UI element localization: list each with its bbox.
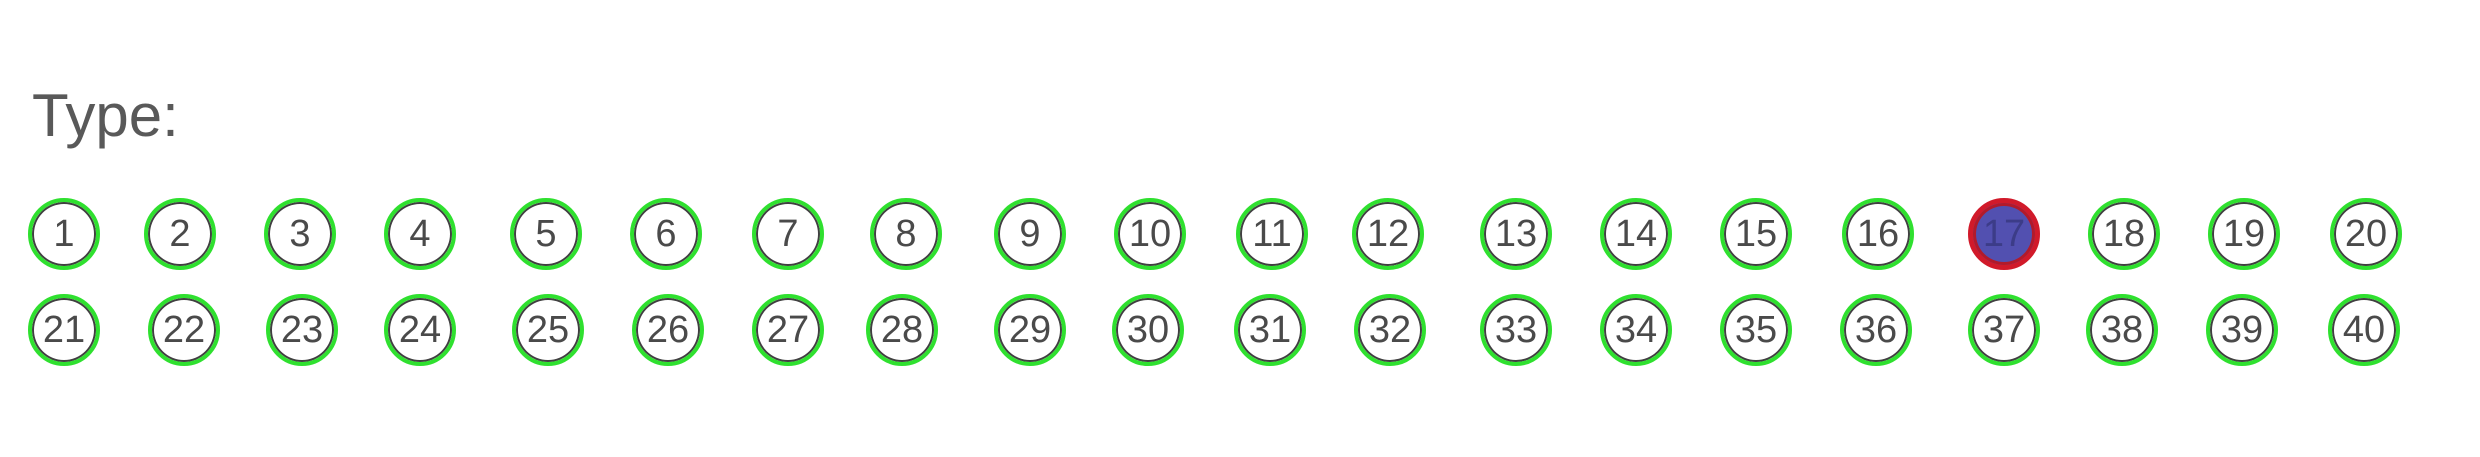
bubble-option[interactable]: 7 xyxy=(752,198,824,270)
bubble-option[interactable]: 40 xyxy=(2328,294,2400,366)
bubble-number: 38 xyxy=(2100,309,2144,351)
bubble-option[interactable]: 38 xyxy=(2086,294,2158,366)
bubble-option[interactable]: 39 xyxy=(2206,294,2278,366)
bubble-option[interactable]: 18 xyxy=(2088,198,2160,270)
bubble-number: 8 xyxy=(895,213,917,255)
bubble-number: 18 xyxy=(2102,213,2146,255)
bubble-number: 24 xyxy=(398,309,442,351)
bubble-number: 9 xyxy=(1019,213,1041,255)
bubble-option[interactable]: 10 xyxy=(1114,198,1186,270)
bubble-number: 12 xyxy=(1366,213,1410,255)
bubble-option[interactable]: 24 xyxy=(384,294,456,366)
bubble-option[interactable]: 33 xyxy=(1480,294,1552,366)
bubble-number: 10 xyxy=(1128,213,1172,255)
bubble-number: 13 xyxy=(1494,213,1538,255)
bubble-option[interactable]: 11 xyxy=(1236,198,1308,270)
bubble-number: 20 xyxy=(2344,213,2388,255)
bubble-option[interactable]: 27 xyxy=(752,294,824,366)
bubble-number: 14 xyxy=(1614,213,1658,255)
bubble-number: 27 xyxy=(766,309,810,351)
bubble-number: 5 xyxy=(535,213,557,255)
bubble-option[interactable]: 9 xyxy=(994,198,1066,270)
type-label: Type: xyxy=(32,82,179,149)
bubble-number: 2 xyxy=(169,213,191,255)
bubble-option[interactable]: 28 xyxy=(866,294,938,366)
bubble-option[interactable]: 22 xyxy=(148,294,220,366)
bubble-number: 37 xyxy=(1982,309,2026,351)
bubble-option[interactable]: 12 xyxy=(1352,198,1424,270)
bubble-option[interactable]: 3 xyxy=(264,198,336,270)
bubble-number: 19 xyxy=(2222,213,2266,255)
bubble-option[interactable]: 29 xyxy=(994,294,1066,366)
bubble-number: 16 xyxy=(1856,213,1900,255)
bubble-option[interactable]: 14 xyxy=(1600,198,1672,270)
bubble-row-1: 1 2 3 4 5 6 7 8 9 10 11 12 13 14 15 16 1… xyxy=(0,198,2480,282)
bubble-number: 22 xyxy=(162,309,206,351)
bubble-option[interactable]: 16 xyxy=(1842,198,1914,270)
bubble-row-2: 21 22 23 24 25 26 27 28 29 30 31 32 33 3… xyxy=(0,294,2480,378)
bubble-number: 25 xyxy=(526,309,570,351)
bubble-number: 34 xyxy=(1614,309,1658,351)
bubble-option[interactable]: 26 xyxy=(632,294,704,366)
bubble-number: 31 xyxy=(1248,309,1292,351)
bubble-number: 29 xyxy=(1008,309,1052,351)
bubble-number: 3 xyxy=(289,213,311,255)
bubble-number: 40 xyxy=(2342,309,2386,351)
bubble-number: 6 xyxy=(655,213,677,255)
bubble-option[interactable]: 4 xyxy=(384,198,456,270)
bubble-option[interactable]: 21 xyxy=(28,294,100,366)
bubble-number: 23 xyxy=(280,309,324,351)
bubble-option[interactable]: 31 xyxy=(1234,294,1306,366)
bubble-number: 35 xyxy=(1734,309,1778,351)
bubble-option[interactable]: 23 xyxy=(266,294,338,366)
bubble-option[interactable]: 37 xyxy=(1968,294,2040,366)
bubble-option[interactable]: 30 xyxy=(1112,294,1184,366)
bubble-number: 15 xyxy=(1734,213,1778,255)
bubble-option[interactable]: 2 xyxy=(144,198,216,270)
bubble-number: 30 xyxy=(1126,309,1170,351)
bubble-option-selected[interactable]: 17 xyxy=(1968,198,2040,270)
bubble-option[interactable]: 34 xyxy=(1600,294,1672,366)
bubble-option[interactable]: 15 xyxy=(1720,198,1792,270)
bubble-number: 26 xyxy=(646,309,690,351)
bubble-number: 33 xyxy=(1494,309,1538,351)
bubble-option[interactable]: 19 xyxy=(2208,198,2280,270)
bubble-number: 21 xyxy=(42,309,86,351)
bubble-number: 7 xyxy=(777,213,799,255)
bubble-number: 39 xyxy=(2220,309,2264,351)
bubble-number: 11 xyxy=(1252,213,1292,255)
bubble-option[interactable]: 1 xyxy=(28,198,100,270)
bubble-option[interactable]: 6 xyxy=(630,198,702,270)
bubble-number: 36 xyxy=(1854,309,1898,351)
bubble-option[interactable]: 32 xyxy=(1354,294,1426,366)
bubble-option[interactable]: 36 xyxy=(1840,294,1912,366)
bubble-option[interactable]: 13 xyxy=(1480,198,1552,270)
bubble-number: 4 xyxy=(409,213,431,255)
bubble-number: 1 xyxy=(53,213,75,255)
bubble-option[interactable]: 5 xyxy=(510,198,582,270)
bubble-option[interactable]: 8 xyxy=(870,198,942,270)
bubble-number: 32 xyxy=(1368,309,1412,351)
bubble-option[interactable]: 25 xyxy=(512,294,584,366)
bubble-option[interactable]: 20 xyxy=(2330,198,2402,270)
bubble-number: 17 xyxy=(1982,213,2026,255)
bubble-option[interactable]: 35 xyxy=(1720,294,1792,366)
bubble-number: 28 xyxy=(880,309,924,351)
